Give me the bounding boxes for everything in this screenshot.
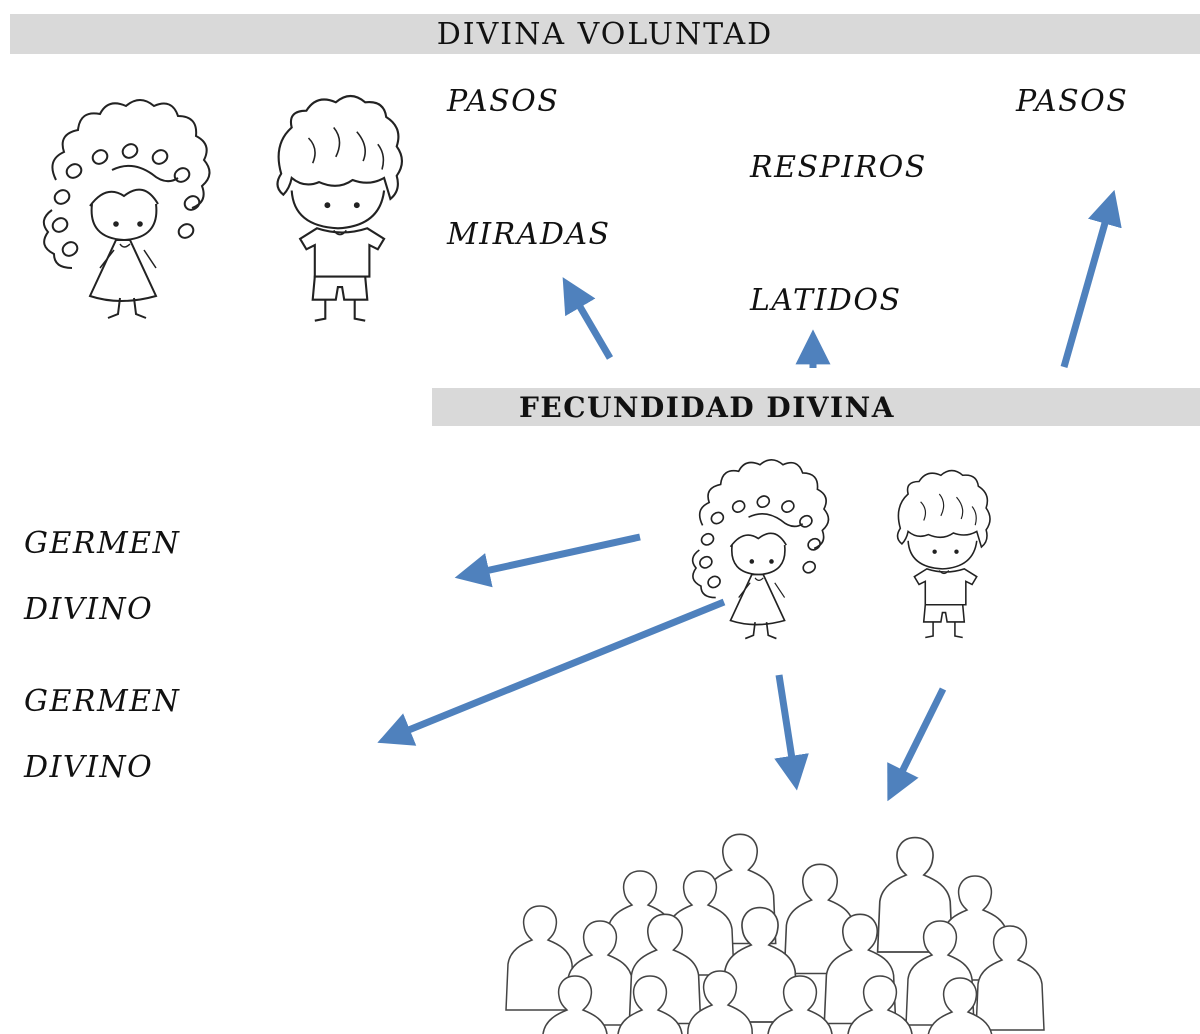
fecundidad-divina-title: FECUNDIDAD DIVINA [519,390,895,424]
word-divino-1: DIVINO [24,592,154,627]
word-respiros: RESPIROS [750,150,927,185]
word-divino-2: DIVINO [24,750,154,785]
word-pasos-left: PASOS [447,84,560,119]
divina-voluntad-banner: DIVINA VOLUNTAD [10,14,1200,54]
arrow-down-right [887,687,947,802]
arrow-to-miradas [562,277,614,360]
arrow-to-germen-2 [377,598,726,746]
fecundidad-divina-banner: FECUNDIDAD DIVINA [432,388,1200,426]
boy-illustration-middle [896,469,991,639]
word-pasos-right: PASOS [1016,84,1129,119]
word-germen-1: GERMEN [24,526,181,561]
word-germen-2: GERMEN [24,684,181,719]
arrow-to-pasos-right [1060,189,1122,368]
arrow-down-left [774,674,809,791]
crowd-illustration [505,833,1045,1034]
divina-voluntad-title: DIVINA VOLUNTAD [436,16,774,52]
girl-illustration-top [42,99,211,319]
girl-illustration-middle [691,458,830,640]
arrow-to-germen-1 [454,533,641,588]
word-miradas: MIRADAS [447,217,611,252]
word-latidos: LATIDOS [750,283,902,318]
boy-illustration-top [276,94,404,322]
